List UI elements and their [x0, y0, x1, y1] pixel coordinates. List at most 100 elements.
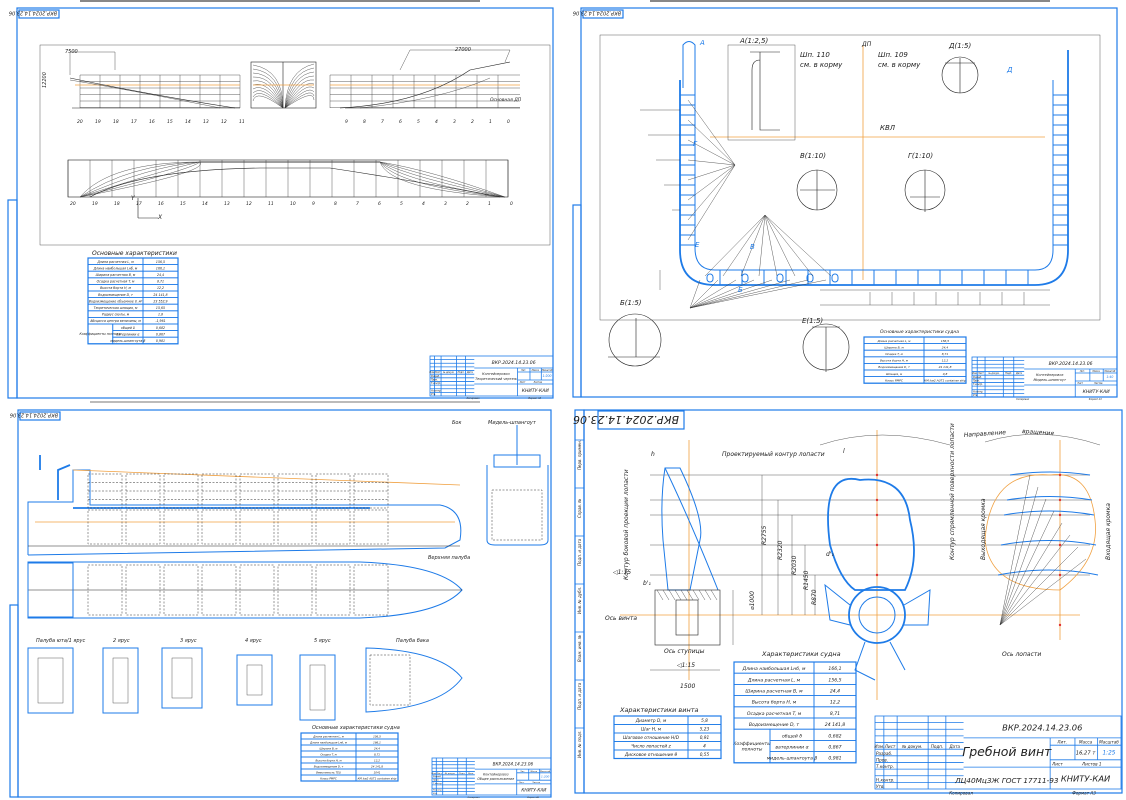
copied-label: Копировал	[467, 397, 480, 400]
hub-circle	[848, 586, 906, 644]
mirrored-code: ВКР.2024.14.23.06	[573, 10, 621, 16]
header-label: № докум.	[442, 371, 454, 374]
container-bay-hold	[87, 509, 123, 545]
station-number: 1	[489, 119, 492, 125]
header-label: Дата	[467, 773, 474, 775]
row-value: 12,2	[942, 359, 949, 363]
row-value: 0,91	[700, 735, 710, 741]
side-stamp	[7, 199, 18, 399]
drawing-line	[764, 214, 796, 277]
header-label: Лит.	[1056, 740, 1067, 745]
hatch	[680, 589, 688, 601]
coef-label: Коэффициенты полноты	[80, 332, 122, 336]
row-label: Длина расчетная L, м	[312, 734, 344, 738]
title-block-border	[429, 355, 554, 397]
row-label: Водоизмещение D, т	[98, 293, 133, 297]
drawing-line	[284, 75, 315, 109]
axis-label: Ось ступицы	[664, 648, 705, 655]
drawing-line	[284, 89, 315, 109]
row-value: 12,2	[830, 700, 840, 706]
coef-label: полноты	[742, 747, 763, 752]
view-label: Палуба бака	[396, 638, 429, 644]
drawing-line	[689, 279, 809, 309]
header-label: Дата	[466, 371, 473, 374]
drawing-line	[69, 51, 116, 75]
frame-note: Шп. 110	[800, 51, 830, 59]
drawing-line	[284, 83, 315, 109]
copied-label: Копировал	[468, 797, 481, 799]
drawing-line	[252, 87, 284, 109]
station-number: 4	[422, 201, 425, 207]
row-value: 166,1	[828, 666, 841, 672]
coordinate-axes	[137, 198, 158, 219]
organization: КНИТУ-КАИ	[1083, 389, 1111, 395]
scale-value: 1:200	[542, 374, 551, 378]
document-code: ВКР.2024.14.23.06	[492, 360, 536, 366]
dim-label: l	[843, 448, 845, 455]
drawing-line	[284, 79, 315, 109]
sheet-label: Лист	[1076, 382, 1083, 385]
row-label: Ширина расчетная B, м	[745, 688, 803, 694]
drawing-line	[252, 95, 284, 109]
row-value: 15,65	[156, 306, 165, 310]
station-number: 7	[356, 201, 359, 207]
row-label: Водоизмещение объемное V, м³	[89, 299, 143, 303]
role-label: Т.контр.	[973, 383, 983, 386]
point-marker	[1058, 498, 1062, 502]
annotation: вращения	[1022, 428, 1055, 437]
drawing-line	[704, 214, 766, 277]
sheet-frame	[580, 7, 1118, 398]
drawing-title: Мидель-шпангоут	[1033, 378, 1067, 382]
rotation-arrow	[984, 433, 1101, 446]
station-number: 6	[378, 201, 381, 207]
table-title: Характеристики судна	[761, 650, 841, 658]
station-number: 11	[239, 119, 245, 125]
role-label: Т.контр.	[431, 382, 441, 385]
drawing-line	[252, 68, 284, 109]
row-value: 8,71	[830, 711, 840, 717]
construction-line	[999, 522, 1063, 626]
drawing-line	[689, 279, 773, 309]
drawing-line	[69, 79, 221, 109]
sheet-frame	[17, 409, 552, 798]
annotation: Проектируемый контур лопасти	[722, 451, 825, 458]
container-bay-hold	[201, 509, 237, 545]
drawing-line	[284, 63, 315, 109]
sheets-label: Листов	[533, 381, 543, 384]
axis-label: Ось лопасти	[1002, 651, 1041, 658]
row-label: общей δ	[121, 326, 135, 330]
row-value: 5,23	[700, 727, 710, 733]
stamp-label: Перв. примен.	[577, 440, 582, 470]
tier-plan	[27, 647, 74, 714]
row-value: 24,4	[942, 345, 949, 349]
station-number: 18	[113, 119, 119, 125]
stamp-label: Взам. инв. №	[577, 635, 582, 662]
row-value: 0,682	[828, 733, 841, 739]
row-label: Длина наибольшая Lнб, м	[93, 266, 138, 270]
row-label: Водоизмещение D, т	[749, 722, 800, 728]
hatch	[674, 589, 682, 601]
copied-label: Копировал	[949, 791, 973, 796]
table-title: Основные характеристики судна	[880, 329, 959, 335]
row-value: 0,682	[156, 326, 165, 330]
dim-label: R2030	[791, 555, 798, 575]
header-label: Дата	[948, 744, 960, 749]
station-number: 9	[312, 201, 315, 207]
row-value: 0,8	[943, 372, 948, 376]
dim-label: R870	[811, 589, 818, 605]
station-number: 0	[510, 201, 513, 207]
blade-section	[1003, 510, 1095, 516]
row-value: 23 552,9	[153, 299, 167, 303]
blade-stubs	[824, 583, 931, 681]
side-stamp	[574, 409, 585, 794]
straight-contour	[984, 474, 1096, 591]
rotation-arrow	[819, 434, 951, 446]
header-label: Подп.	[459, 773, 466, 775]
mirrored-code: ВКР.2024.14.23.06	[9, 10, 57, 16]
sight-line	[72, 469, 461, 486]
